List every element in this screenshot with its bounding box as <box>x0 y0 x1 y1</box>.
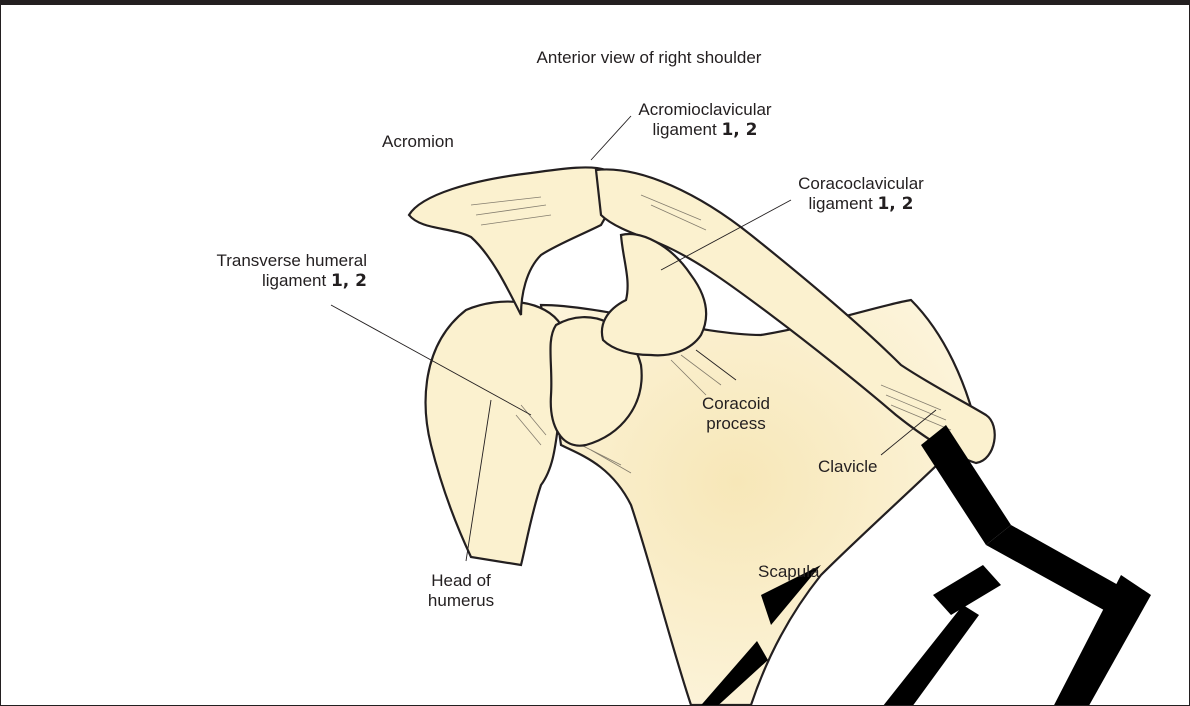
label-clavicle: Clavicle <box>818 457 878 477</box>
diagram-title: Anterior view of right shoulder <box>481 48 817 68</box>
shoulder-illustration <box>1 5 1190 706</box>
label-coracoclavicular: Coracoclavicular ligament 1, 2 <box>766 174 956 214</box>
label-transverse-humeral: Transverse humeral ligament 1, 2 <box>187 251 367 291</box>
label-scapula: Scapula <box>758 562 819 582</box>
acromion-shape <box>409 167 610 315</box>
label-coracoid-process: Coracoid process <box>686 394 786 434</box>
label-head-of-humerus: Head of humerus <box>411 571 511 611</box>
label-acromion: Acromion <box>382 132 454 152</box>
label-acromioclavicular: Acromioclavicular ligament 1, 2 <box>615 100 795 140</box>
humerus-shape <box>426 302 569 565</box>
